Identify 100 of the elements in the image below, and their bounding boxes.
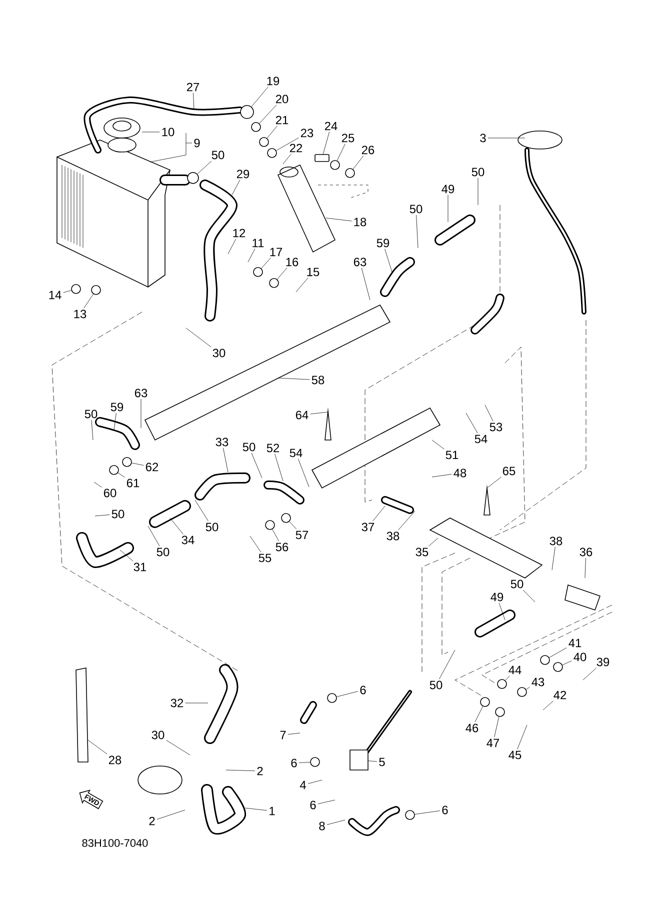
callout-number: 51 bbox=[446, 450, 458, 460]
washer bbox=[265, 520, 275, 530]
leader-line bbox=[486, 476, 502, 488]
callout-number: 28 bbox=[108, 756, 122, 764]
leader-line bbox=[232, 180, 240, 196]
leader-line bbox=[186, 142, 192, 144]
callout-number: 4 bbox=[300, 780, 306, 790]
washer bbox=[497, 679, 507, 689]
leader-line bbox=[276, 268, 288, 280]
leader-line bbox=[194, 500, 208, 522]
valve-body bbox=[350, 750, 368, 770]
leader-line bbox=[505, 676, 510, 681]
part-code: 83H100-7040 bbox=[82, 839, 148, 847]
leader-line bbox=[244, 808, 268, 811]
callout-number: 6 bbox=[310, 800, 316, 810]
washer bbox=[91, 285, 101, 295]
callout-number: 27 bbox=[186, 82, 200, 92]
leader-line bbox=[91, 420, 94, 440]
callout-number: 39 bbox=[596, 658, 610, 666]
washer bbox=[553, 662, 563, 672]
callout-number: 46 bbox=[466, 724, 478, 732]
callout-number: 6 bbox=[360, 686, 366, 694]
leader-line bbox=[251, 86, 268, 107]
callout-number: 50 bbox=[156, 548, 170, 556]
washer bbox=[330, 160, 340, 170]
leader-line bbox=[318, 800, 336, 804]
washer bbox=[259, 137, 269, 147]
callout-number: 41 bbox=[568, 638, 582, 648]
leader-line bbox=[63, 290, 72, 293]
leader-line bbox=[261, 258, 271, 269]
leader-line bbox=[226, 770, 256, 772]
callout-number: 20 bbox=[276, 94, 288, 104]
leader-line bbox=[552, 546, 556, 570]
leader-line bbox=[336, 691, 358, 697]
callout-number: 50 bbox=[410, 204, 422, 214]
leader-line bbox=[193, 92, 194, 110]
callout-number: 7 bbox=[280, 730, 286, 740]
leader-line bbox=[148, 526, 160, 546]
callout-number: 64 bbox=[296, 410, 308, 420]
leader-line bbox=[432, 474, 452, 478]
callout-number: 56 bbox=[276, 542, 288, 552]
callout-number: 42 bbox=[554, 690, 566, 700]
washer bbox=[540, 655, 550, 665]
callout-number: 50 bbox=[212, 150, 224, 160]
callout-number: 47 bbox=[486, 738, 500, 748]
callout-number: 32 bbox=[170, 698, 184, 708]
washer bbox=[109, 465, 119, 475]
callout-number: 30 bbox=[212, 348, 226, 358]
callout-number: 52 bbox=[266, 444, 280, 452]
leader-line bbox=[416, 214, 418, 248]
callout-number: 63 bbox=[354, 258, 366, 266]
leader-line bbox=[278, 378, 310, 380]
leader-line bbox=[88, 740, 108, 754]
leader-line bbox=[118, 472, 125, 478]
callout-number: 35 bbox=[416, 548, 428, 556]
washer bbox=[71, 284, 81, 294]
callout-number: 11 bbox=[252, 238, 264, 248]
callout-number: 49 bbox=[442, 184, 454, 194]
callout-number: 65 bbox=[502, 466, 516, 476]
callout-number: 55 bbox=[258, 554, 272, 562]
leader-line bbox=[186, 328, 212, 348]
leader-line bbox=[517, 724, 528, 750]
washer bbox=[345, 168, 355, 178]
washer bbox=[327, 693, 337, 703]
callout-number: 2 bbox=[257, 766, 263, 776]
leader-line bbox=[276, 138, 299, 151]
leader-line bbox=[439, 650, 456, 680]
hose-clamp bbox=[187, 172, 199, 184]
leader-line bbox=[526, 687, 530, 690]
callout-number: 62 bbox=[146, 462, 158, 472]
leader-line bbox=[298, 458, 310, 488]
callout-number: 15 bbox=[307, 268, 320, 276]
callout-number: 19 bbox=[267, 76, 280, 86]
callout-number: 33 bbox=[216, 438, 228, 446]
cap bbox=[240, 105, 254, 119]
callout-number: 54 bbox=[290, 448, 302, 458]
washer bbox=[495, 707, 505, 717]
leader-line bbox=[296, 278, 308, 292]
callout-number: 61 bbox=[126, 478, 140, 488]
leader-line bbox=[336, 144, 346, 161]
callout-number: 37 bbox=[362, 522, 374, 532]
callout-number: 22 bbox=[290, 144, 302, 152]
washer bbox=[122, 457, 132, 467]
callout-number: 36 bbox=[580, 548, 592, 556]
leader-line bbox=[120, 550, 134, 562]
callout-number: 13 bbox=[74, 310, 86, 318]
leader-line bbox=[259, 104, 277, 124]
washer bbox=[251, 122, 261, 132]
washer bbox=[253, 267, 263, 277]
leader-line bbox=[266, 126, 278, 138]
callout-number: 59 bbox=[110, 402, 124, 412]
leader-line bbox=[185, 702, 208, 704]
callout-number: 50 bbox=[430, 680, 442, 690]
leader-line bbox=[352, 156, 364, 170]
callout-number: 50 bbox=[242, 442, 256, 452]
callout-number: 58 bbox=[312, 376, 324, 384]
callout-number: 14 bbox=[49, 290, 62, 300]
leader-line bbox=[298, 762, 310, 763]
callout-number: 21 bbox=[276, 116, 288, 124]
leader-line bbox=[428, 538, 438, 546]
